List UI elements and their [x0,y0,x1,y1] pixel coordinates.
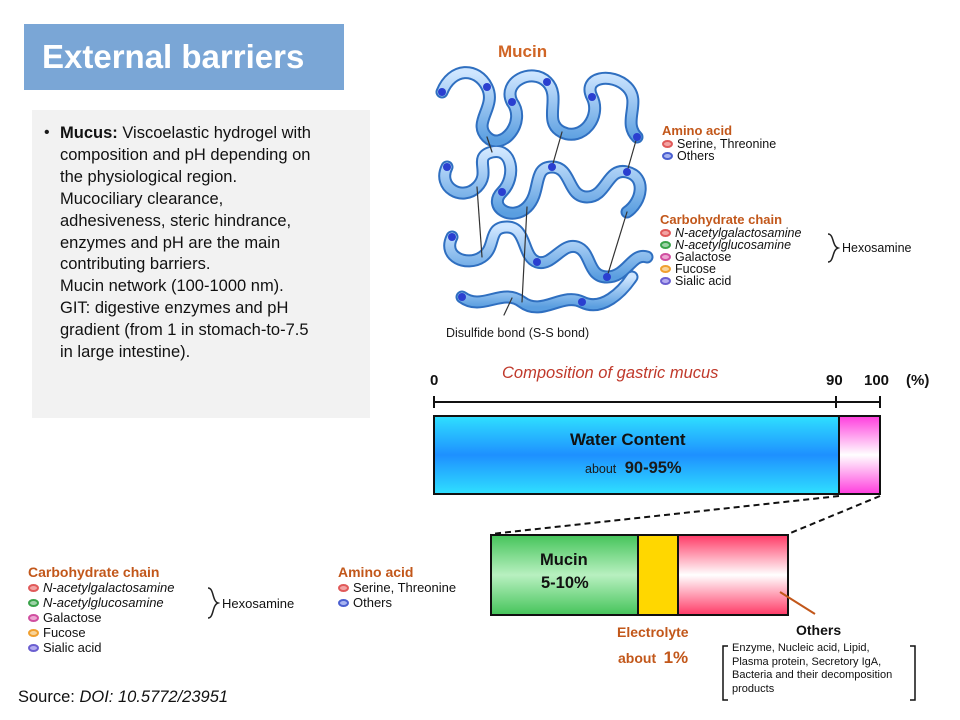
legend-item: N-acetylgalactosamine [660,226,801,240]
mucin-carbohydrate-legend: Carbohydrate chain N-acetylgalactosamine… [660,212,801,288]
disulfide-bond-label: Disulfide bond (S-S bond) [446,326,590,340]
purple-dot-icon [28,643,39,652]
legend-item: Others [338,595,456,610]
magenta-dot-icon [28,613,39,622]
axis-label-100: 100 [864,372,890,389]
legend-item: Others [662,149,776,163]
carbohydrate-title: Carbohydrate chain [660,212,783,227]
blue-dot-icon [338,598,349,607]
desc-line: gradient (from 1 in stomach-to-7.5 [60,321,309,340]
legend-item: Serine, Threonine [662,137,776,151]
mucin-bar-title: Mucin [540,551,588,569]
orange-dot-icon [28,628,39,637]
slide-title: External barriers [42,38,305,75]
green-dot-icon [660,241,671,249]
mucin-network-illustration [435,66,654,316]
legend-item: Serine, Threonine [338,580,456,595]
purple-dot-icon [660,277,671,285]
title-banner [24,24,344,90]
desc-line: adhesiveness, steric hindrance, [60,211,292,230]
others-title: Others [796,622,842,638]
mucus-solids-bar [838,415,881,495]
mucus-term: Mucus: [60,124,118,142]
mucin-bar-value: 5-10% [541,574,589,592]
text-panel [32,110,370,418]
legend-item: Sialic acid [28,640,175,655]
water-content-bar [433,415,840,495]
composition-bars [433,396,881,616]
amino-acid-title: Amino acid [662,123,733,138]
desc-line: contributing barriers. [60,255,211,274]
magenta-dot-icon [660,253,671,261]
orange-dot-icon [660,265,671,273]
bottom-amino-title: Amino acid [338,564,414,580]
axis-label-90: 90 [826,372,843,389]
legend-item: N-acetylglucosamine [28,595,175,610]
hexosamine-label: Hexosamine [842,241,912,255]
water-content-value: about 90-95% [585,459,682,478]
water-about: about [585,462,617,476]
legend-item: Galactose [28,610,175,625]
axis-unit: (%) [906,372,930,389]
desc-line: Mucin network (100-1000 nm). [60,277,284,296]
others-bracket-icon [722,645,728,701]
hexosamine-brace-icon [827,233,840,263]
source-doi: DOI: 10.5772/23951 [79,688,229,706]
desc-line: enzymes and pH are the main [60,233,281,252]
legend-item: Sialic acid [660,274,801,288]
others-bracket-right-icon [910,645,916,701]
desc-line: composition and pH depending on [60,145,311,164]
legend-item: N-acetylglucosamine [660,238,801,252]
legend-item: Fucose [28,625,175,640]
red-dot-icon [662,140,673,148]
mucin-amino-acid-legend: Amino acid Serine, Threonine Others [662,123,776,163]
desc-line: Viscoelastic hydrogel with [117,124,311,142]
bottom-hexosamine-label: Hexosamine [222,596,295,611]
bottom-carbohydrate-legend: Carbohydrate chain N-acetylgalactosamine… [28,564,175,655]
electrolyte-title: Electrolyte [617,624,689,640]
desc-line: the physiological region. [60,167,238,186]
desc-line: GIT: digestive enzymes and pH [60,299,289,318]
source-citation: Source: DOI: 10.5772/23951 [18,688,229,706]
electrolyte-value: about 1% [618,648,689,667]
green-dot-icon [28,598,39,607]
bottom-hexosamine-brace-icon [207,587,220,619]
others-bar [677,534,789,616]
others-details: Enzyme, Nucleic acid, Lipid, Plasma prot… [732,642,893,695]
water-content-title: Water Content [570,430,686,449]
mucus-description: Mucus: Viscoelastic hydrogel with compos… [60,123,360,364]
electrolyte-bar [637,534,679,616]
legend-item: Fucose [660,262,801,276]
blue-dot-icon [662,152,673,160]
bottom-carb-title: Carbohydrate chain [28,564,160,580]
red-dot-icon [28,583,39,592]
axis-label-0: 0 [430,372,439,389]
bullet-icon: • [44,124,50,141]
composition-caption: Composition of gastric mucus [502,364,719,382]
mucin-diagram-title: Mucin [498,42,548,61]
red-dot-icon [338,583,349,592]
bottom-amino-legend: Amino acid Serine, Threonine Others [338,564,456,610]
desc-line: in large intestine). [60,343,191,362]
legend-item: N-acetylgalactosamine [28,580,175,595]
red-dot-icon [660,229,671,237]
water-percent: 90-95% [624,459,682,477]
legend-item: Galactose [660,250,801,264]
desc-line: Mucociliary clearance, [60,189,224,208]
